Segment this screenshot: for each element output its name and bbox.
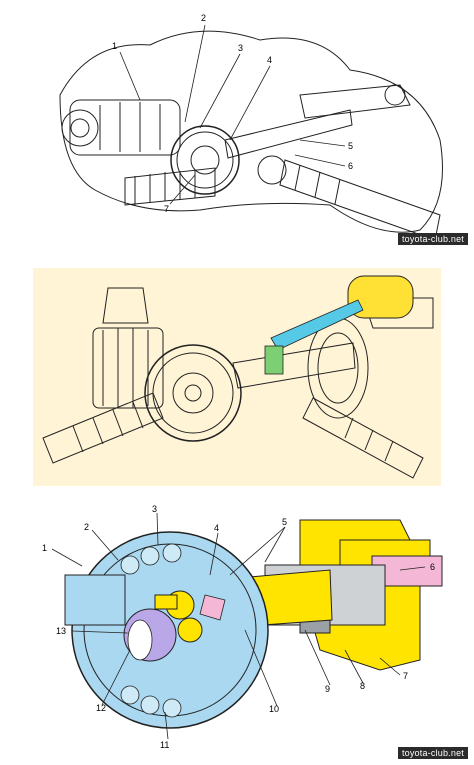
callout-label: 3 xyxy=(152,504,157,514)
differential-line-drawing xyxy=(42,275,434,479)
callout-label: 7 xyxy=(164,204,169,214)
callout-label: 5 xyxy=(348,141,353,151)
callout-label: 6 xyxy=(430,562,435,572)
callout-label: 10 xyxy=(269,704,279,714)
watermark: toyota-club.net xyxy=(397,233,468,245)
callout-label: 11 xyxy=(160,740,169,750)
cutaway-drawing: 1 2 3 4 5 6 7 8 9 10 11 12 13 xyxy=(42,504,443,750)
callout-label: 4 xyxy=(214,523,219,533)
cyan-highlight xyxy=(270,299,364,351)
callout-label: 1 xyxy=(42,543,47,553)
transaxle-line-drawing: 1 2 3 4 5 6 7 xyxy=(59,13,443,241)
callout-label: 1 xyxy=(112,41,117,51)
colored-cutaway-figure: 1 2 3 4 5 6 7 8 9 10 11 12 13 toyota-clu… xyxy=(0,500,474,765)
callout-label: 13 xyxy=(56,626,66,636)
callout-label: 12 xyxy=(96,703,106,713)
watermark: toyota-club.net xyxy=(397,747,468,759)
green-highlight xyxy=(264,345,284,375)
callout-label: 5 xyxy=(282,517,287,527)
callout-label: 2 xyxy=(84,522,89,532)
differential-detail-figure xyxy=(33,268,441,486)
callout-label: 8 xyxy=(360,681,365,691)
callout-label: 4 xyxy=(267,55,272,65)
transaxle-overview-figure: 1 2 3 4 5 6 7 toyota-club.net xyxy=(0,0,474,250)
callout-label: 6 xyxy=(348,161,353,171)
callout-label: 2 xyxy=(201,13,206,23)
callout-label: 9 xyxy=(325,684,330,694)
callout-label: 3 xyxy=(238,43,243,53)
yellow-highlight xyxy=(347,275,414,319)
callout-label: 7 xyxy=(403,671,408,681)
